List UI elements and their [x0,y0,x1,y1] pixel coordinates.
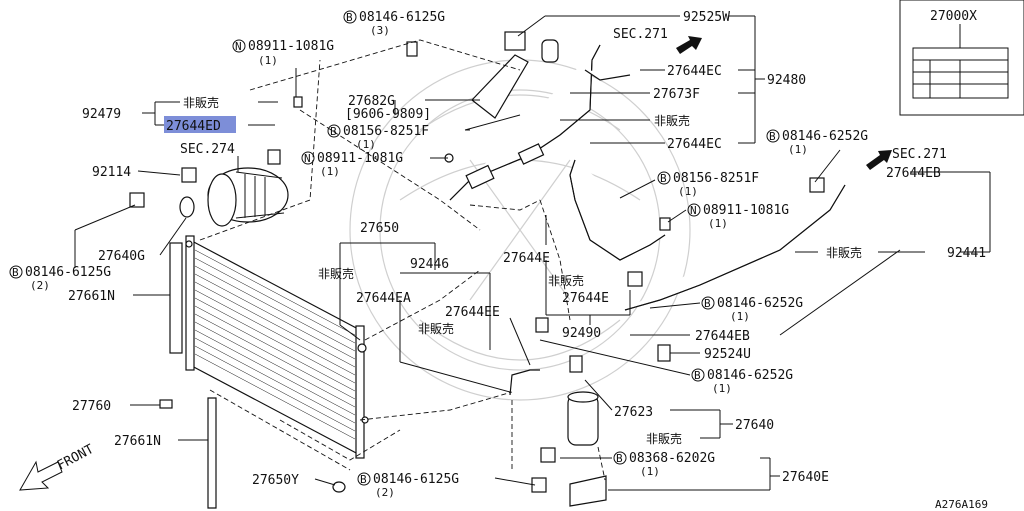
qty-b3: (1) [356,138,376,151]
part-27644eb-b[interactable]: 27644EB [695,329,750,344]
part-27644ec-a[interactable]: 27644EC [667,64,722,79]
qty-b11: (1) [640,465,660,478]
part-27760[interactable]: 27760 [72,399,111,414]
bolt-08146-6125g-b[interactable]: 08146-6125G [25,265,111,280]
bolt-08156-8251f-a[interactable]: 08156-8251F [343,124,429,139]
part-92480[interactable]: 92480 [767,73,806,88]
b-prefix-icon: B [694,369,701,382]
b-prefix-icon: B [360,473,367,486]
qty-b4: (1) [320,165,340,178]
part-27000x[interactable]: 27000X [930,9,977,24]
n-prefix-icon: N [304,152,311,165]
compressor [207,149,289,227]
b-prefix-icon: B [616,452,623,465]
b-prefix-icon: B [330,125,337,138]
front-arrow-icon [19,460,63,491]
leader-lines [74,15,991,491]
part-27682g[interactable]: 27682G [348,94,395,109]
bolt-08146-6252g-a[interactable]: 08146-6252G [782,129,868,144]
diagram-ref: A276A169 [935,498,988,511]
part-labels: 92525W SEC.271 27644EC 92480 27673F 非販売 … [68,10,988,511]
bolt-08911-1081g-a[interactable]: 08911-1081G [248,39,334,54]
sec-271-a[interactable]: SEC.271 [613,27,668,42]
b-prefix-icon: B [12,266,19,279]
qty-b6: (1) [678,185,698,198]
part-27673f[interactable]: 27673F [653,87,700,102]
part-92490[interactable]: 92490 [562,326,601,341]
sec271-arrow-a-icon [676,36,702,54]
label-box-27000x: 27000X [899,0,1024,116]
condenser [169,235,369,509]
not-sold-5: 非販売 [548,273,584,288]
part-92525w[interactable]: 92525W [683,10,730,25]
qty-b5: (1) [788,143,808,156]
pipes [449,44,846,396]
part-27644e-a[interactable]: 27644E [503,251,550,266]
date-range: [9606-9809] [345,107,431,122]
not-sold-6: 非販売 [826,245,862,260]
b-prefix-icon: B [769,130,776,143]
part-27644ed[interactable]: 27644ED [166,119,221,134]
part-27644e-b[interactable]: 27644E [562,291,609,306]
bolt-08156-8251f-b[interactable]: 08156-8251F [673,171,759,186]
part-92441[interactable]: 92441 [947,246,986,261]
qty-b10: (1) [712,382,732,395]
qty-b12: (2) [375,486,395,499]
sec-271-b[interactable]: SEC.271 [892,147,947,162]
bolt-08368-6202g[interactable]: 08368-6202G [629,451,715,466]
part-92524u[interactable]: 92524U [704,347,751,362]
part-27644ee[interactable]: 27644EE [445,305,500,320]
highlight-27644ed [164,116,236,133]
part-27644eb-a[interactable]: 27644EB [886,166,941,181]
sec-274[interactable]: SEC.274 [180,142,235,157]
bolt-08911-1081g-c[interactable]: 08911-1081G [703,203,789,218]
bolt-08146-6125g-c[interactable]: 08146-6125G [373,472,459,487]
qty-b9: (1) [730,310,750,323]
not-sold-3: 非販売 [318,266,354,281]
bolt-08146-6252g-b[interactable]: 08146-6252G [717,296,803,311]
qty-b7: (1) [708,217,728,230]
part-27644ea[interactable]: 27644EA [356,291,411,306]
front-label: FRONT [55,442,97,474]
part-27640e[interactable]: 27640E [782,470,829,485]
bolt-08911-1081g-b[interactable]: 08911-1081G [317,151,403,166]
part-27661n-b[interactable]: 27661N [114,434,161,449]
not-sold-7: 非販売 [646,431,682,446]
not-sold-4: 非販売 [418,321,454,336]
receiver-dryer [567,391,599,446]
n-prefix-icon: N [235,40,242,53]
bolt-callouts: B 08146-6125G (3) N 08911-1081G (1) B 08… [9,10,868,499]
part-92479[interactable]: 92479 [82,107,121,122]
bolt-08146-6252g-c[interactable]: 08146-6252G [707,368,793,383]
part-92446[interactable]: 92446 [410,257,449,272]
bolt-08146-6125g-a[interactable]: 08146-6125G [359,10,445,25]
sec271-arrow-b-icon [866,150,892,170]
part-27623[interactable]: 27623 [614,405,653,420]
part-27661n-a[interactable]: 27661N [68,289,115,304]
qty-b2: (1) [258,54,278,67]
part-27650[interactable]: 27650 [360,221,399,236]
b-prefix-icon: B [660,172,667,185]
part-27640[interactable]: 27640 [735,418,774,433]
b-prefix-icon: B [346,11,353,24]
part-92114[interactable]: 92114 [92,165,131,180]
part-27640g[interactable]: 27640G [98,249,145,264]
n-prefix-icon: N [690,204,697,217]
part-27650y[interactable]: 27650Y [252,473,299,488]
b-prefix-icon: B [704,297,711,310]
dashed-guides [199,39,606,481]
not-sold-1: 非販売 [654,113,690,128]
qty-b8: (2) [30,279,50,292]
part-27644ec-b[interactable]: 27644EC [667,137,722,152]
not-sold-2: 非販売 [183,95,219,110]
qty-b1: (3) [370,24,390,37]
